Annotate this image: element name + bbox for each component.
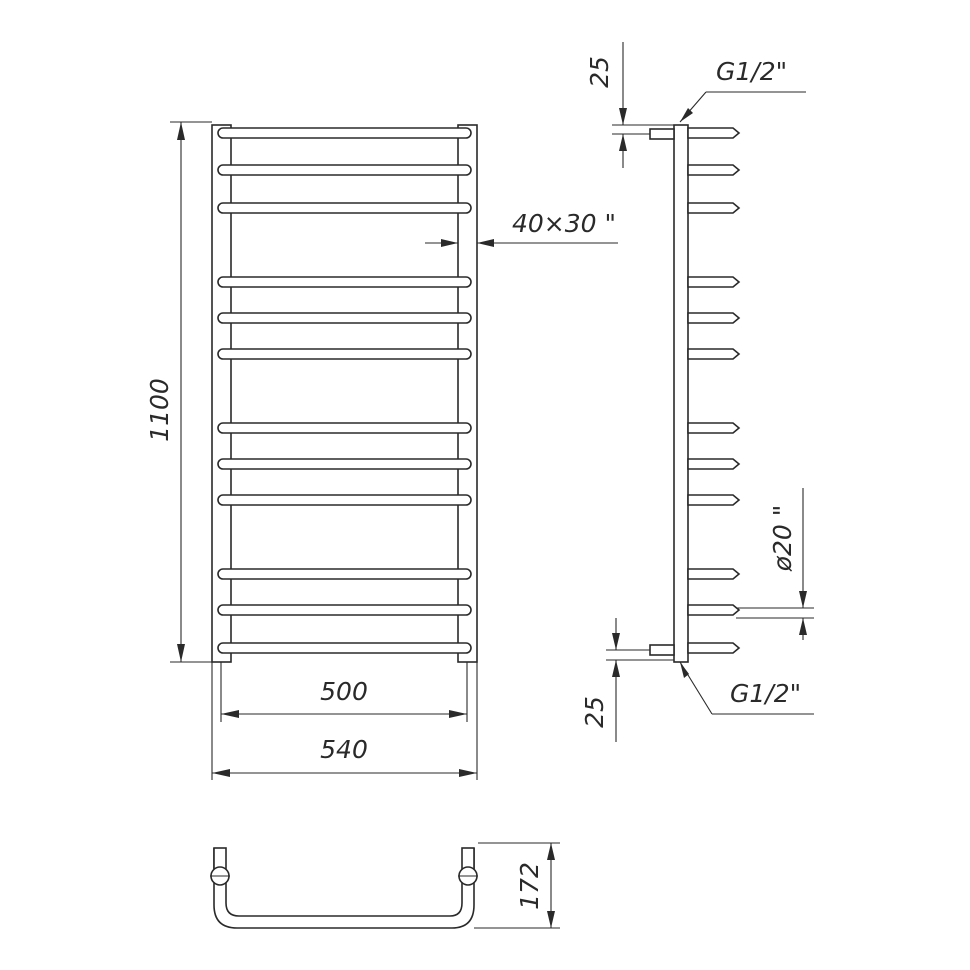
front-rung — [217, 604, 472, 616]
side-rung — [687, 312, 741, 324]
front-rung — [217, 164, 472, 176]
side-rung — [687, 568, 741, 580]
bottom-offset-dimension-label: 25 — [580, 696, 609, 728]
front-rung — [217, 348, 472, 360]
depth-dimension: 172 — [474, 842, 560, 929]
front-rung — [217, 202, 472, 214]
bottom-connection-label: G1/2" — [730, 679, 801, 708]
profile-dimension: 40×30 " — [425, 209, 618, 247]
side-rung — [687, 127, 741, 139]
top-connection-label: G1/2" — [716, 57, 787, 86]
tube-diameter-dimension: ø20 " — [736, 488, 814, 640]
bottom-offset-dimension: 25 — [580, 618, 674, 742]
side-rung — [687, 276, 741, 288]
side-rung — [687, 642, 741, 654]
front-rung — [217, 127, 472, 139]
top-connection-leader: G1/2" — [679, 57, 806, 123]
front-view — [211, 124, 478, 663]
front-rung — [217, 568, 472, 580]
top-offset-dimension: 25 — [585, 42, 674, 168]
tube-diameter-dimension-label: ø20 " — [768, 505, 797, 573]
front-rungs — [217, 127, 472, 654]
side-vertical-pipe — [673, 124, 689, 663]
u-pipe-outer — [213, 848, 475, 929]
side-rung — [687, 422, 741, 434]
side-rung — [687, 604, 741, 616]
front-rung — [217, 494, 472, 506]
depth-dimension-label: 172 — [515, 862, 544, 910]
top-connection-stub — [649, 128, 675, 140]
outer-width-dimension-label: 540 — [320, 735, 368, 764]
profile-dimension-label: 40×30 " — [512, 209, 616, 238]
height-dimension: 1100 — [145, 121, 212, 663]
inner-width-dimension-label: 500 — [320, 677, 368, 706]
side-rung — [687, 348, 741, 360]
bottom-connection-stub — [649, 644, 675, 656]
front-rung — [217, 312, 472, 324]
top-offset-dimension-label: 25 — [585, 56, 614, 88]
inner-width-dimension: 500 — [220, 662, 468, 722]
side-rungs — [687, 127, 741, 654]
side-rung — [687, 494, 741, 506]
front-rung — [217, 642, 472, 654]
side-rung — [687, 458, 741, 470]
height-dimension-label: 1100 — [145, 378, 174, 442]
front-rung — [217, 276, 472, 288]
bottom-connection-leader: G1/2" — [679, 661, 814, 715]
top-view — [210, 847, 478, 929]
side-rung — [687, 202, 741, 214]
u-pipe-inner — [225, 870, 463, 917]
side-rung — [687, 164, 741, 176]
front-rung — [217, 458, 472, 470]
outer-width-dimension: 540 — [211, 662, 478, 780]
front-rung — [217, 422, 472, 434]
side-view — [649, 124, 741, 663]
